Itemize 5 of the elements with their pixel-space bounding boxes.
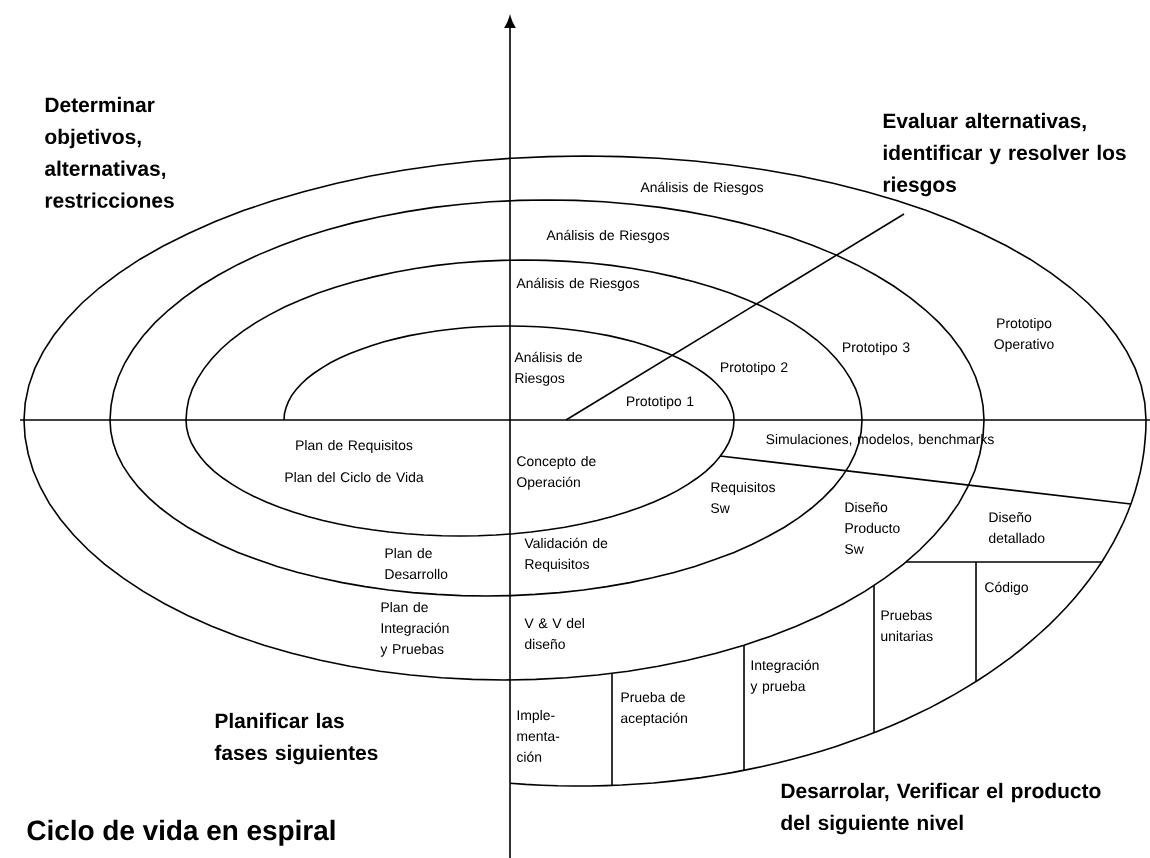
- quadrant-heading: Evaluar alternativas, identificar y resolver los riesgos: [883, 112, 1126, 197]
- caption: Ciclo de vida en espiral: [27, 819, 335, 846]
- quadrant-heading: Planificar las fases siguientes: [214, 712, 378, 765]
- quadrant-heading: Determinar objetivos, alternativas, restricciones: [45, 96, 174, 208]
- quadrant-heading: Desarrolar, Verificar el producto del siguiente nivel: [781, 782, 1101, 835]
